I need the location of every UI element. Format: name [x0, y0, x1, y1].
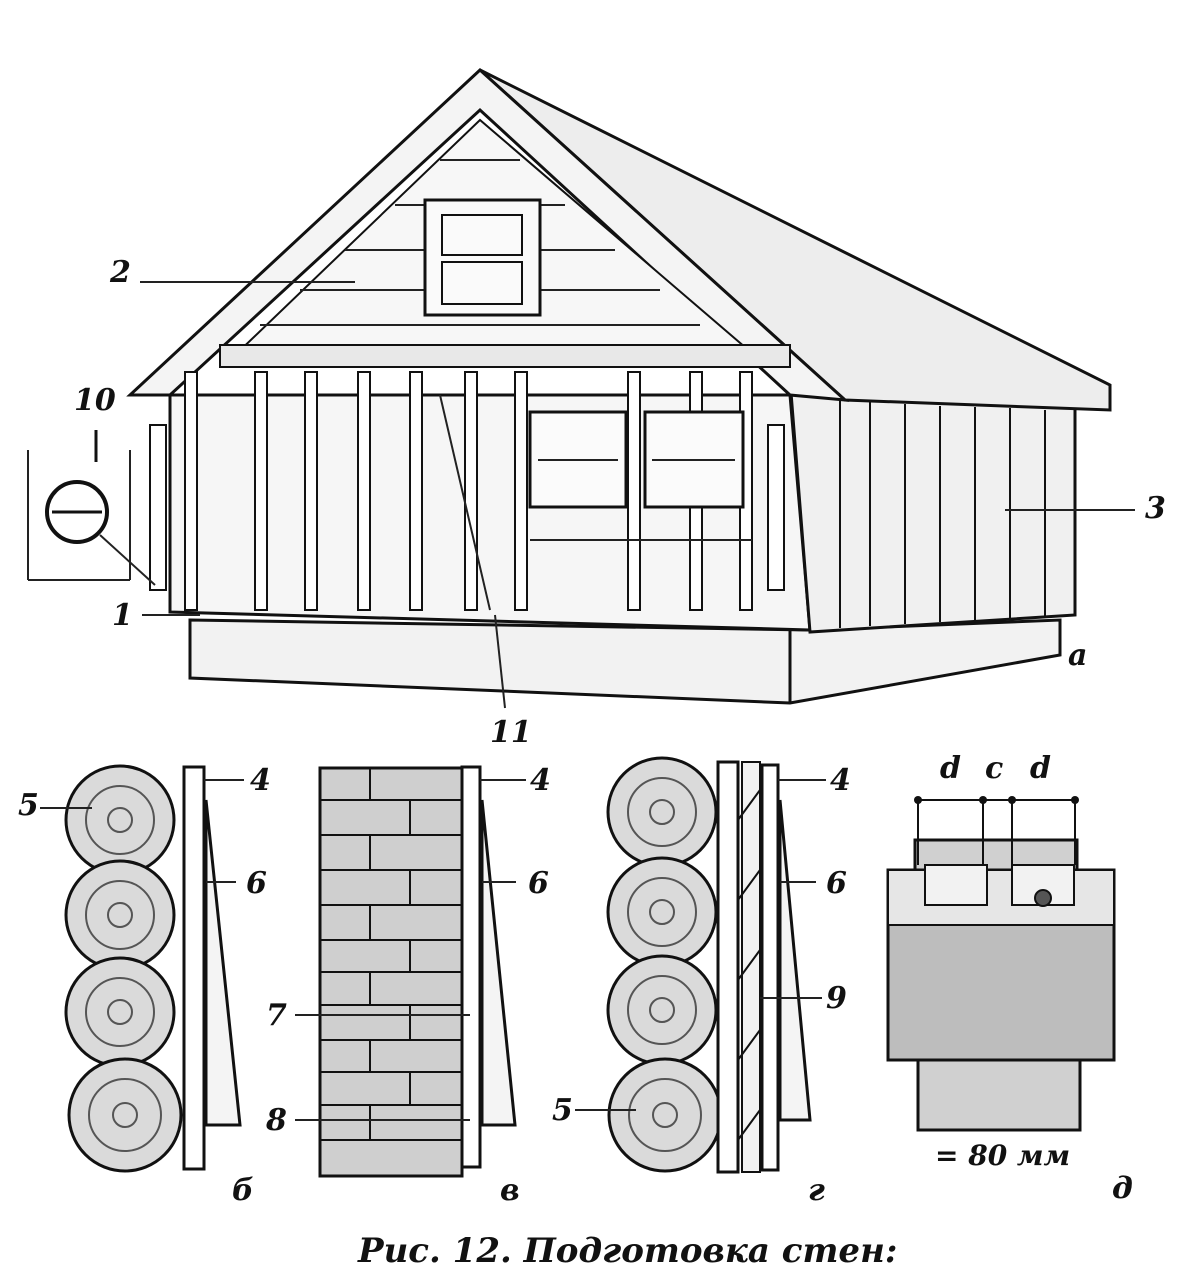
panel-g-label-4: 4: [830, 763, 851, 798]
panel-d-top-view: [886, 796, 1116, 1132]
panel-b-label-6: 6: [246, 866, 267, 901]
panel-b-label-4: 4: [250, 763, 271, 798]
panel-letter-d: д: [1112, 1171, 1133, 1206]
panel-v-label-4: 4: [530, 763, 551, 798]
panel-letter-b: б: [232, 1173, 254, 1208]
panel-d-label-c: c: [985, 751, 1003, 786]
panel-v-label-7: 7: [266, 998, 287, 1033]
panel-d-label-d-left: d: [940, 751, 961, 786]
panel-g-log-wall-battens: [575, 756, 826, 1174]
callout-2: 2: [109, 255, 131, 290]
panel-b-log-wall: [40, 764, 244, 1173]
house-illustration: [27, 67, 1135, 709]
panel-v-label-6: 6: [528, 866, 549, 901]
panel-g-label-9: 9: [826, 981, 847, 1016]
callout-3: 3: [1145, 491, 1166, 526]
callout-11-leader: [494, 614, 506, 709]
figure-caption: Рис. 12. Подготовка стен:: [357, 1231, 897, 1271]
panel-v-brick-wall: [295, 765, 526, 1178]
panel-b-label-5: 5: [18, 788, 39, 823]
callout-10: 10: [74, 383, 116, 418]
panel-g-label-6: 6: [826, 866, 847, 901]
callout-1: 1: [112, 598, 133, 633]
panel-v-label-8: 8: [265, 1103, 287, 1138]
callout-11: 11: [490, 715, 532, 750]
panel-letter-v: в: [500, 1173, 520, 1208]
panel-letter-a: а: [1068, 638, 1087, 673]
panel-d-label-d-right: d: [1030, 751, 1051, 786]
panel-d-dimension: = 80 мм: [935, 1139, 1070, 1172]
panel-letter-g: г: [808, 1173, 825, 1208]
panel-g-label-5: 5: [552, 1093, 573, 1128]
